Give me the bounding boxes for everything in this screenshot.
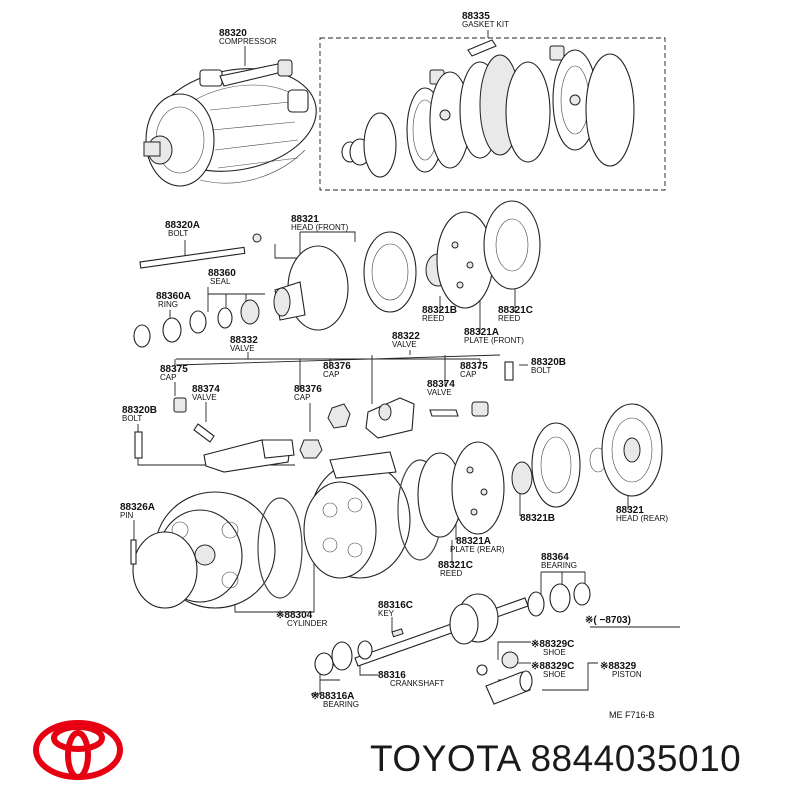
- part-name: BOLT: [168, 229, 188, 238]
- part-number: 88316: [378, 670, 406, 681]
- part-number: 88321A: [456, 536, 491, 547]
- part-number: 88320B: [122, 405, 157, 416]
- part-name: GASKET KIT: [462, 20, 509, 29]
- part-number: 88321C: [498, 305, 533, 316]
- figure-code: ME F716-B: [609, 710, 655, 720]
- part-name: KEY: [378, 609, 395, 618]
- part-number: 88320: [219, 28, 247, 39]
- part-number: 88335: [462, 11, 490, 22]
- part-name: PLATE (FRONT): [464, 336, 524, 345]
- part-number: 88321: [291, 214, 319, 225]
- brand-part-number: TOYOTA 8844035010: [370, 738, 742, 779]
- part-name: HEAD (REAR): [616, 514, 668, 523]
- part-name: SHOE: [543, 648, 566, 657]
- part-name: REED: [440, 569, 462, 578]
- part-number: 88316C: [378, 600, 413, 611]
- front-head-group: [133, 200, 541, 348]
- part-name: SHOE: [543, 670, 566, 679]
- part-number: 88321C: [438, 560, 473, 571]
- part-name: PISTON: [612, 670, 642, 679]
- part-name: BEARING: [541, 561, 577, 570]
- part-number: 88374: [192, 384, 220, 395]
- part-number: 88375: [460, 361, 488, 372]
- part-name: COMPRESSOR: [219, 37, 277, 46]
- toyota-logo-icon: [33, 720, 123, 780]
- part-name: CAP: [294, 393, 310, 402]
- part-name: VALVE: [192, 393, 217, 402]
- part-name: CAP: [160, 373, 176, 382]
- part-number: 88321B: [520, 513, 555, 524]
- part-number: ※88329C: [531, 661, 574, 672]
- part-number: 88321B: [422, 305, 457, 316]
- part-name: CRANKSHAFT: [390, 679, 444, 688]
- part-name: BOLT: [122, 414, 142, 423]
- part-name: REED: [422, 314, 444, 323]
- part-number: 88320B: [531, 357, 566, 368]
- part-name: VALVE: [427, 388, 452, 397]
- gasket-kit-parts: [341, 39, 635, 178]
- part-number: 88376: [294, 384, 322, 395]
- part-number: 88360: [208, 268, 236, 279]
- part-number: 88320A: [165, 220, 200, 231]
- part-name: PLATE (REAR): [450, 545, 505, 554]
- compressor-assembly: [143, 59, 317, 187]
- part-number: ※88316A: [311, 691, 354, 702]
- part-name: PIN: [120, 511, 134, 520]
- part-number: 88332: [230, 335, 258, 346]
- part-number: 88375: [160, 364, 188, 375]
- part-number: ※88304: [276, 610, 313, 621]
- part-number: 88360A: [156, 291, 191, 302]
- part-number: 88374: [427, 379, 455, 390]
- valve-group: [134, 361, 514, 473]
- crankshaft-group: [314, 582, 591, 705]
- part-number: 88322: [392, 331, 420, 342]
- part-number: 88321: [616, 505, 644, 516]
- part-name: BEARING: [323, 700, 359, 709]
- part-name: CAP: [460, 370, 476, 379]
- part-name: SEAL: [210, 277, 231, 286]
- part-number: 88321A: [464, 327, 499, 338]
- part-number: ※88329: [600, 661, 637, 672]
- part-number: 88376: [323, 361, 351, 372]
- applicability-note: ※( −8703): [585, 615, 631, 626]
- part-name: RING: [158, 300, 178, 309]
- part-name: REED: [498, 314, 520, 323]
- part-name: VALVE: [230, 344, 255, 353]
- part-name: BOLT: [531, 366, 551, 375]
- part-number: 88364: [541, 552, 569, 563]
- part-name: CAP: [323, 370, 339, 379]
- part-name: CYLINDER: [287, 619, 328, 628]
- part-labels: 88320 COMPRESSOR 88335 GASKET KIT 88320A…: [120, 11, 668, 720]
- part-number: ※88329C: [531, 639, 574, 650]
- cylinder-rear-group: [130, 403, 663, 609]
- part-name: HEAD (FRONT): [291, 223, 349, 232]
- part-name: VALVE: [392, 340, 417, 349]
- part-number: 88326A: [120, 502, 155, 513]
